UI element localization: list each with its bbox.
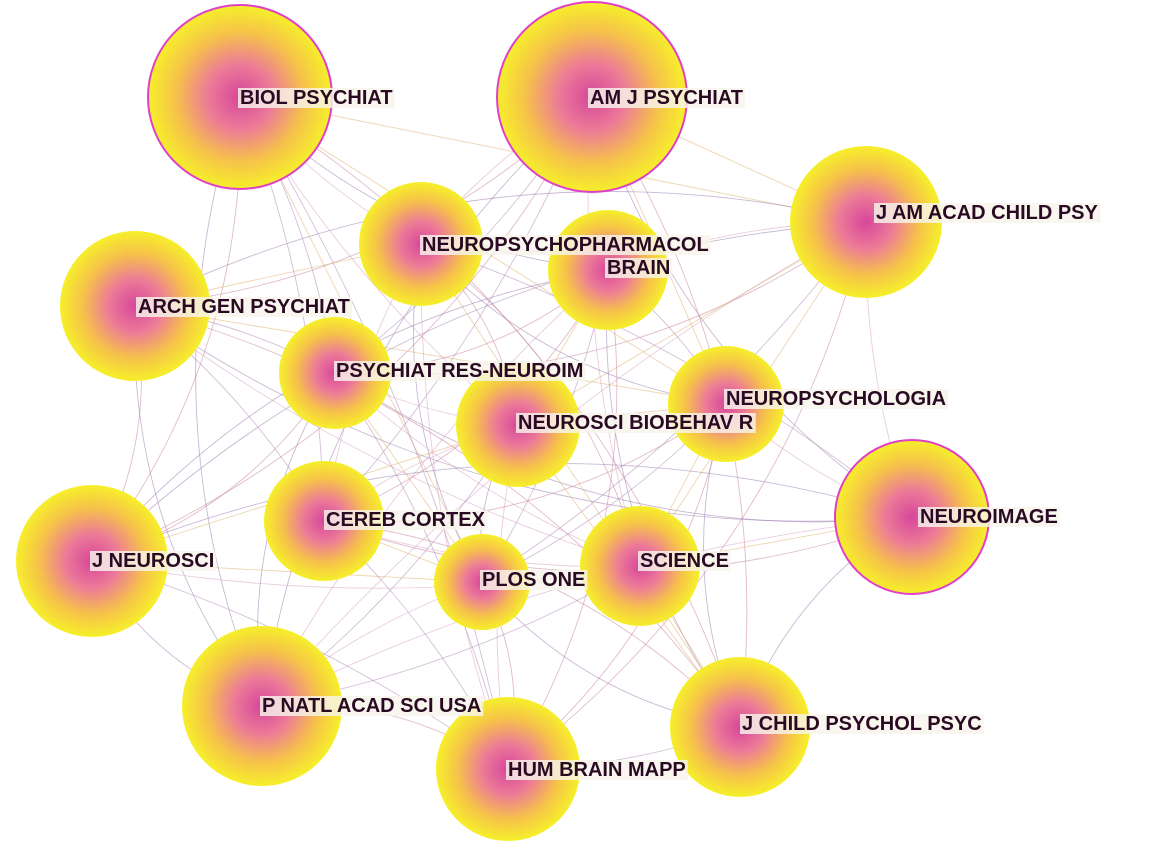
node-jaacap[interactable] <box>790 146 942 298</box>
label-bg-biol <box>238 88 395 108</box>
node-label-npsylogia: NEUROPSYCHOLOGIA <box>726 388 946 410</box>
label-bg-amj <box>588 88 745 108</box>
label-amj: AM J PSYCHIAT <box>588 87 745 109</box>
edge-brain-jcpp <box>605 269 741 728</box>
label-bg-psyres <box>334 361 586 381</box>
label-plosone: PLOS ONE <box>480 569 588 591</box>
label-bg-cerebcortex <box>324 510 488 530</box>
edge-npp-jcpp <box>420 243 741 728</box>
node-label-psyres: PSYCHIAT RES-NEUROIM <box>336 360 583 382</box>
edge-jaacap-archgen <box>134 191 867 307</box>
edge-brain-hbm <box>507 269 618 770</box>
label-bg-nbr <box>516 413 756 433</box>
node-label-biol: BIOL PSYCHIAT <box>240 87 393 109</box>
label-jneurosci: J NEUROSCI <box>90 550 217 572</box>
node-label-hbm: HUM BRAIN MAPP <box>508 759 686 781</box>
label-npp: NEUROPSYCHOPHARMACOL <box>420 234 711 256</box>
labels-layer: BIOL PSYCHIAT AM J PSYCHIAT J AM ACAD CHIL… <box>90 87 1101 781</box>
label-bg-jcpp <box>740 714 984 734</box>
label-bg-pnas <box>260 696 484 716</box>
label-psyres: PSYCHIAT RES-NEUROIM <box>334 360 586 382</box>
label-archgen: ARCH GEN PSYCHIAT <box>136 296 352 318</box>
edge-npp-hbm <box>420 243 509 770</box>
edge-jaacap-jneurosci <box>91 221 867 562</box>
node-label-jaacap: J AM ACAD CHILD PSY <box>876 202 1099 224</box>
label-bg-jaacap <box>874 203 1101 223</box>
label-cerebcortex: CEREB CORTEX <box>324 509 488 531</box>
node-label-jneurosci: J NEUROSCI <box>92 550 214 572</box>
node-label-archgen: ARCH GEN PSYCHIAT <box>138 296 350 318</box>
node-label-brain: BRAIN <box>607 257 670 279</box>
edge-biol-hbm <box>239 96 509 770</box>
label-biol: BIOL PSYCHIAT <box>238 87 395 109</box>
label-bg-archgen <box>136 297 352 317</box>
label-pnas: P NATL ACAD SCI USA <box>260 695 484 717</box>
edge-jaacap-hbm <box>507 221 867 770</box>
node-label-nbr: NEUROSCI BIOBEHAV R <box>518 412 754 434</box>
label-bg-npsylogia <box>724 389 949 409</box>
node-label-amj: AM J PSYCHIAT <box>590 87 743 109</box>
label-bg-brain <box>605 258 673 278</box>
label-bg-plosone <box>480 570 588 590</box>
label-bg-hbm <box>506 760 688 780</box>
edge-psyres-neuroimage <box>334 372 913 523</box>
node-label-science: SCIENCE <box>640 550 729 572</box>
edge-archgen-science <box>134 305 641 567</box>
label-neuroimage: NEUROIMAGE <box>918 506 1060 528</box>
label-bg-jneurosci <box>90 551 217 571</box>
node-archgen[interactable] <box>60 231 210 381</box>
label-brain: BRAIN <box>605 257 673 279</box>
label-bg-npp <box>420 235 711 255</box>
label-jaacap: J AM ACAD CHILD PSY <box>874 202 1101 224</box>
label-bg-neuroimage <box>918 507 1060 527</box>
node-label-pnas: P NATL ACAD SCI USA <box>262 695 481 717</box>
node-label-neuroimage: NEUROIMAGE <box>920 506 1058 528</box>
node-label-jcpp: J CHILD PSYCHOL PSYC <box>742 713 982 735</box>
edge-npp-neuroimage <box>420 243 913 518</box>
node-label-npp: NEUROPSYCHOPHARMACOL <box>422 234 709 256</box>
label-science: SCIENCE <box>638 550 731 572</box>
node-label-plosone: PLOS ONE <box>482 569 585 591</box>
label-hbm: HUM BRAIN MAPP <box>506 759 688 781</box>
label-nbr: NEUROSCI BIOBEHAV R <box>516 412 756 434</box>
node-label-cerebcortex: CEREB CORTEX <box>326 509 486 531</box>
label-jcpp: J CHILD PSYCHOL PSYC <box>740 713 984 735</box>
label-npsylogia: NEUROPSYCHOLOGIA <box>724 388 949 410</box>
edge-archgen-npsylogia <box>134 305 727 405</box>
label-bg-science <box>638 551 731 571</box>
